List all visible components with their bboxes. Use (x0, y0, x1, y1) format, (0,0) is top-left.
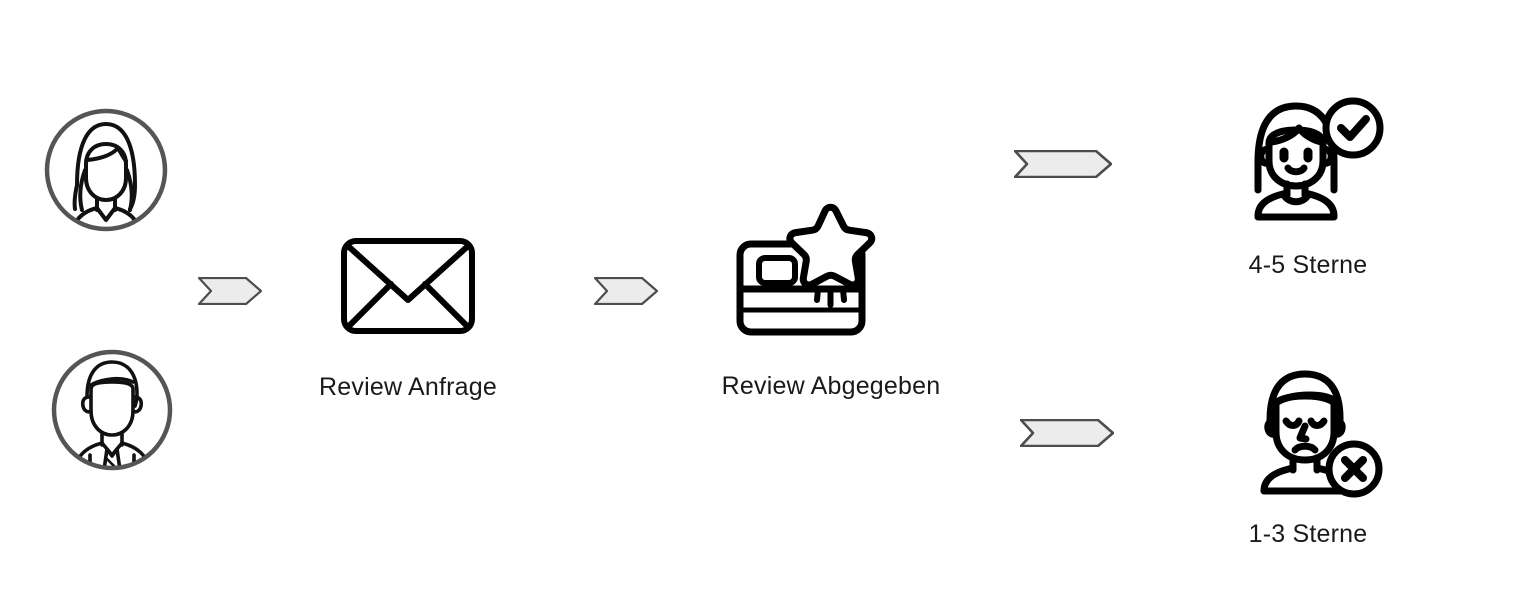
happy-person-check-icon (1243, 97, 1384, 221)
label-review-request: Review Anfrage (319, 373, 497, 401)
arrow-submitted-to-low (1020, 419, 1114, 447)
label-review-submitted: Review Abgegeben (721, 372, 941, 400)
avatar-woman-circle-icon (44, 108, 168, 232)
arrow-customers-to-request (198, 277, 262, 305)
label-rating-low: 1-3 Sterne (1248, 520, 1368, 548)
label-rating-high: 4-5 Sterne (1248, 251, 1368, 279)
arrow-request-to-submitted (594, 277, 658, 305)
avatar-man-circle-icon (51, 349, 173, 471)
envelope-icon (341, 238, 475, 334)
arrow-submitted-to-high (1014, 150, 1112, 178)
review-card-star-icon (735, 203, 876, 338)
sad-person-cross-icon (1248, 368, 1388, 498)
